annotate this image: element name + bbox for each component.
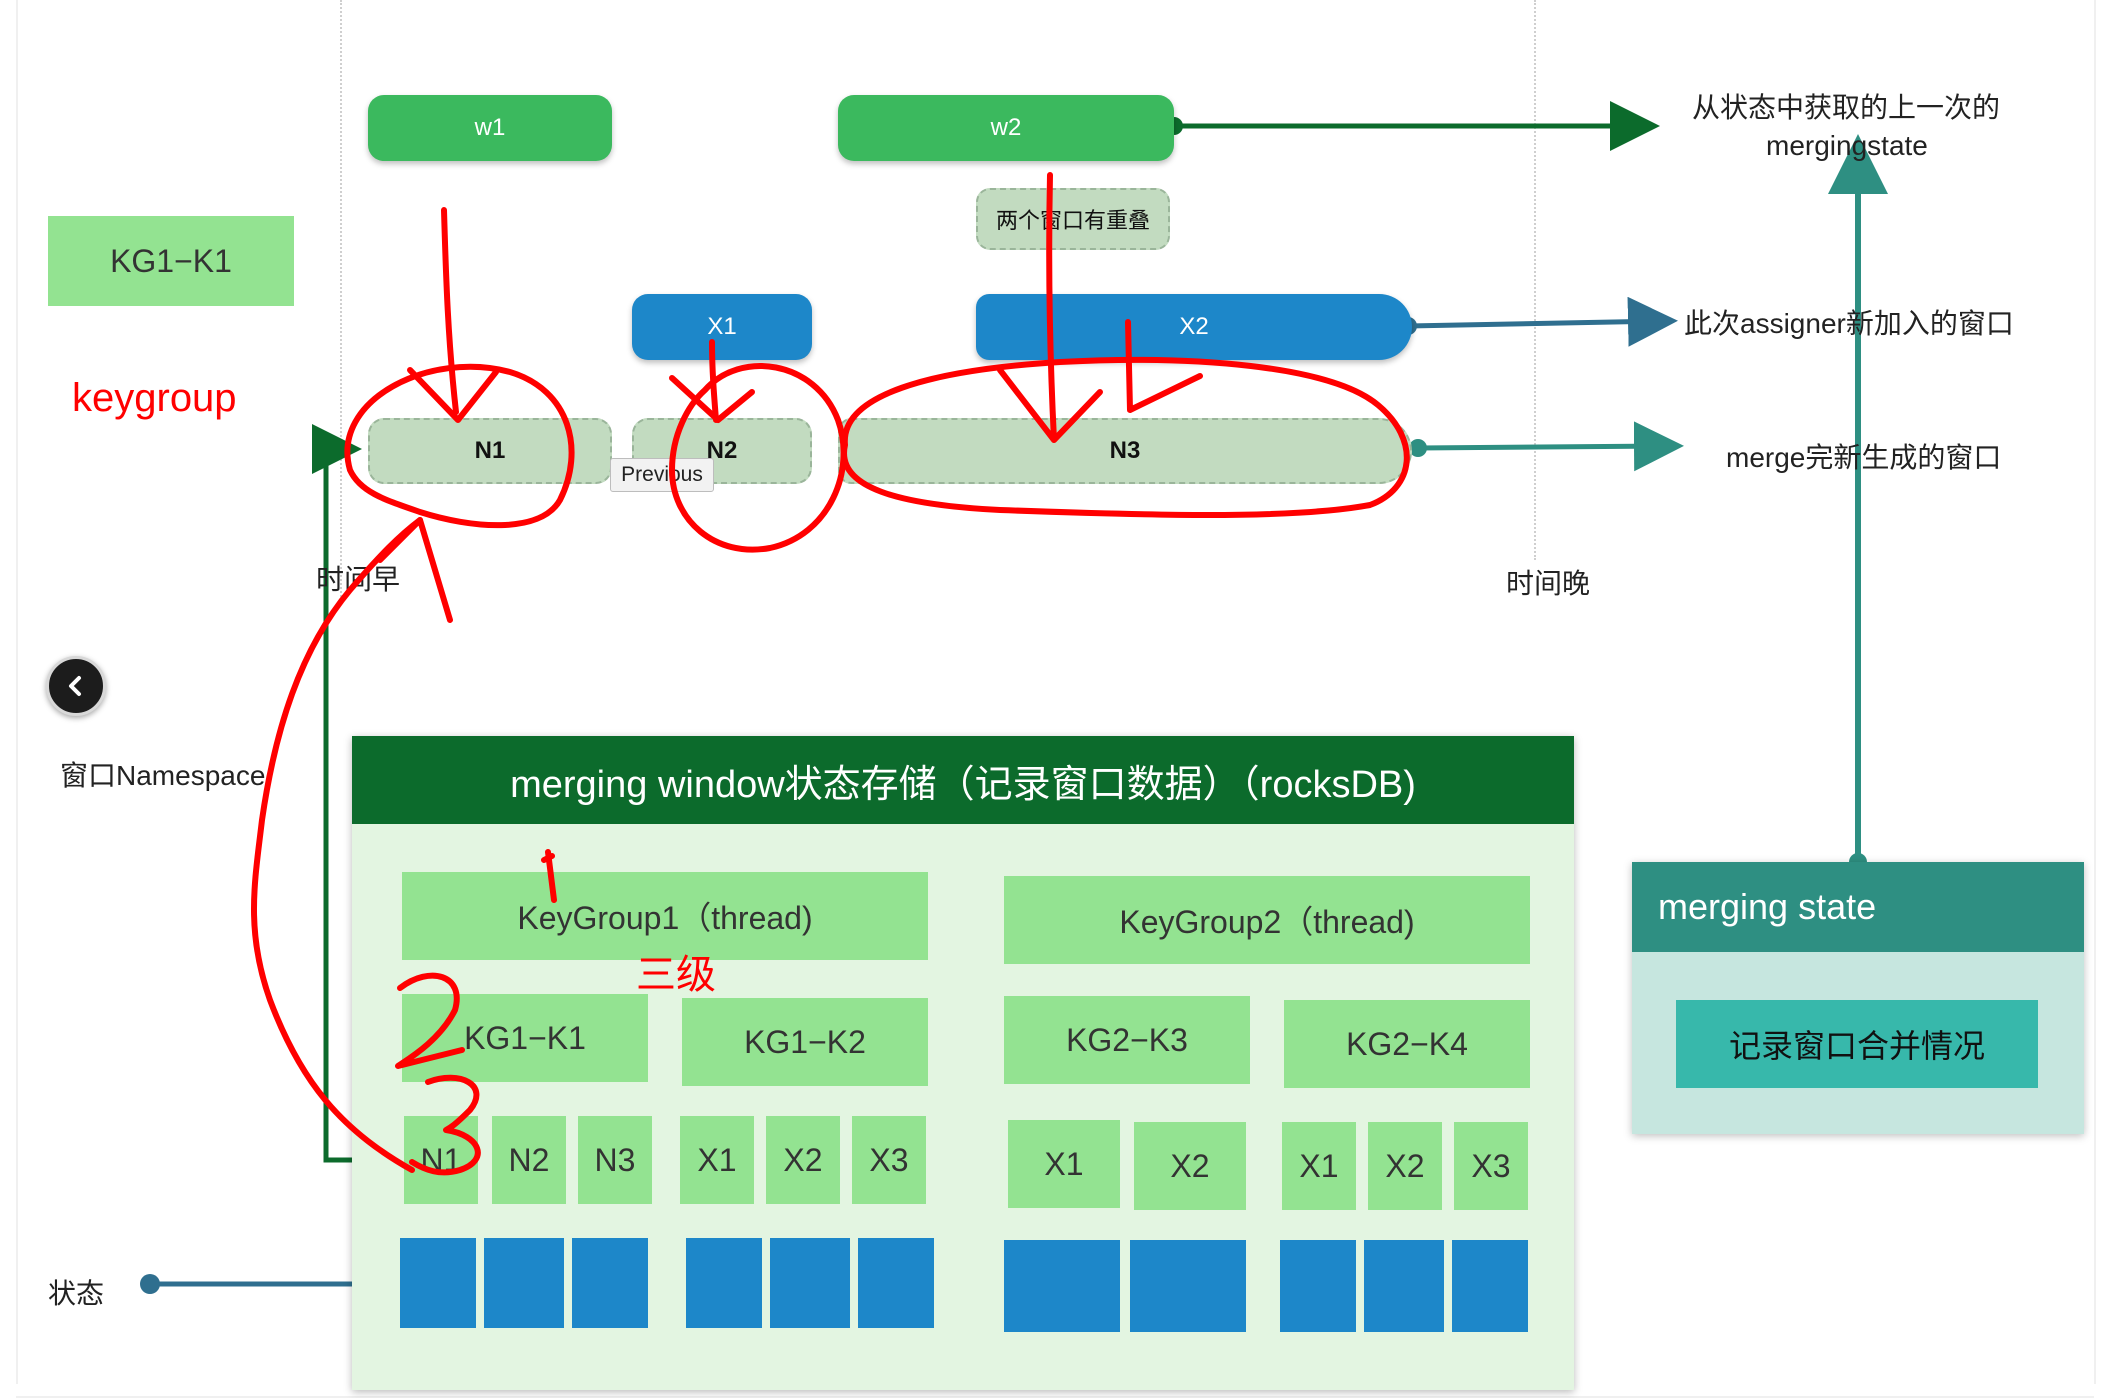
state-cell bbox=[770, 1238, 850, 1328]
keygroup1-header: KeyGroup1（thread) bbox=[402, 872, 928, 960]
key-kg2-k3: KG2−K3 bbox=[1004, 996, 1250, 1084]
window-cell: X1 bbox=[1008, 1120, 1120, 1208]
state-cell bbox=[1004, 1240, 1120, 1332]
prev-state-label-line2: mergingstate bbox=[1766, 130, 1928, 161]
window-w2: w2 bbox=[838, 95, 1174, 161]
namespace-label: 窗口Namespace bbox=[60, 760, 266, 791]
window-x2: X2 bbox=[976, 294, 1412, 360]
collapse-button[interactable] bbox=[46, 656, 106, 716]
state-cell bbox=[686, 1238, 762, 1328]
state-cell bbox=[1452, 1240, 1528, 1332]
guide-line-left bbox=[340, 0, 342, 600]
time-late-label: 时间晚 bbox=[1506, 568, 1591, 599]
overlap-note: 两个窗口有重叠 bbox=[976, 188, 1170, 250]
right-border bbox=[2094, 0, 2096, 1384]
state-cell bbox=[484, 1238, 564, 1328]
merging-state-title: merging state bbox=[1632, 862, 2084, 952]
window-cell: X2 bbox=[766, 1116, 840, 1204]
state-cell bbox=[858, 1238, 934, 1328]
key-kg1-k2: KG1−K2 bbox=[682, 998, 928, 1086]
window-n3: N3 bbox=[838, 418, 1412, 484]
key-kg1-k1: KG1−K1 bbox=[402, 994, 648, 1082]
window-cell: X3 bbox=[852, 1116, 926, 1204]
state-cell bbox=[1364, 1240, 1444, 1332]
arrow-n3 bbox=[1417, 421, 1684, 472]
keygroup-label: keygroup bbox=[72, 376, 237, 420]
state-cell bbox=[400, 1238, 476, 1328]
previous-tooltip: Previous bbox=[610, 458, 714, 492]
window-cell: N2 bbox=[492, 1116, 566, 1204]
window-n1: N1 bbox=[368, 418, 612, 484]
state-cell bbox=[1280, 1240, 1356, 1332]
window-x1: X1 bbox=[632, 294, 812, 360]
key-kg2-k4: KG2−K4 bbox=[1284, 1000, 1530, 1088]
state-label: 状态 bbox=[48, 1278, 105, 1309]
merge-label: merge完新生成的窗口 bbox=[1726, 442, 2002, 473]
arrow-x2 bbox=[1407, 296, 1678, 347]
storage-title: merging window状态存储（记录窗口数据）（rocksDB) bbox=[352, 736, 1574, 824]
left-border bbox=[16, 0, 18, 1384]
window-cell: N3 bbox=[578, 1116, 652, 1204]
state-cell bbox=[572, 1238, 648, 1328]
prev-state-label-line1: 从状态中获取的上一次的 bbox=[1692, 92, 2001, 123]
window-cell: X1 bbox=[1282, 1122, 1356, 1210]
window-cell: X2 bbox=[1134, 1122, 1246, 1210]
guide-line-right bbox=[1534, 0, 1536, 560]
chevron-left-icon bbox=[69, 676, 81, 696]
kg-label: KG1−K1 bbox=[48, 216, 294, 306]
keygroup2-header: KeyGroup2（thread) bbox=[1004, 876, 1530, 964]
state-cell bbox=[1130, 1240, 1246, 1332]
window-cell: X3 bbox=[1454, 1122, 1528, 1210]
annotation-sanji: 三级 bbox=[636, 953, 716, 997]
window-w1: w1 bbox=[368, 95, 612, 161]
window-cell: X2 bbox=[1368, 1122, 1442, 1210]
window-cell: X1 bbox=[680, 1116, 754, 1204]
assigner-label: 此次assigner新加入的窗口 bbox=[1684, 308, 2014, 339]
merging-state-button[interactable]: 记录窗口合并情况 bbox=[1676, 1000, 2038, 1088]
window-cell: N1 bbox=[404, 1116, 478, 1204]
time-early-label: 时间早 bbox=[316, 564, 401, 595]
